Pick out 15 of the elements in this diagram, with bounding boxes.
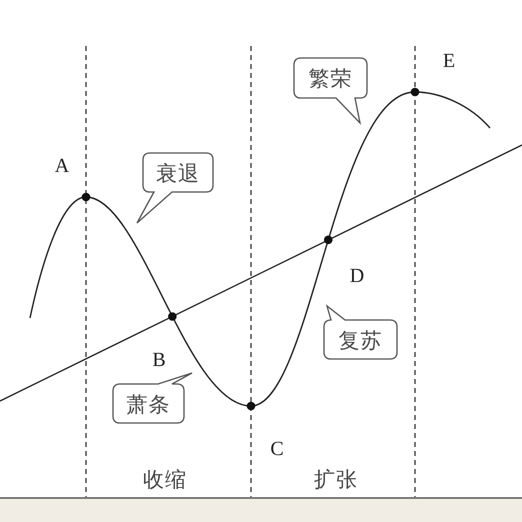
bubble-text: 复苏 bbox=[338, 330, 382, 351]
bubble-text: 萧条 bbox=[126, 394, 170, 415]
speech-bubble bbox=[323, 305, 398, 360]
point-label: C bbox=[270, 439, 284, 459]
point-label: A bbox=[54, 156, 70, 176]
bubble-text: 衰退 bbox=[156, 163, 200, 184]
speech-bubble bbox=[293, 57, 368, 124]
point-label: E bbox=[442, 51, 456, 71]
bubble-text: 繁荣 bbox=[308, 68, 352, 90]
speech-bubble bbox=[112, 372, 193, 424]
phase-label: 扩张 bbox=[314, 470, 358, 490]
speech-bubble bbox=[136, 152, 214, 224]
point-label: D bbox=[350, 266, 364, 286]
point-label: B bbox=[152, 350, 166, 370]
phase-label: 收缩 bbox=[143, 470, 187, 490]
